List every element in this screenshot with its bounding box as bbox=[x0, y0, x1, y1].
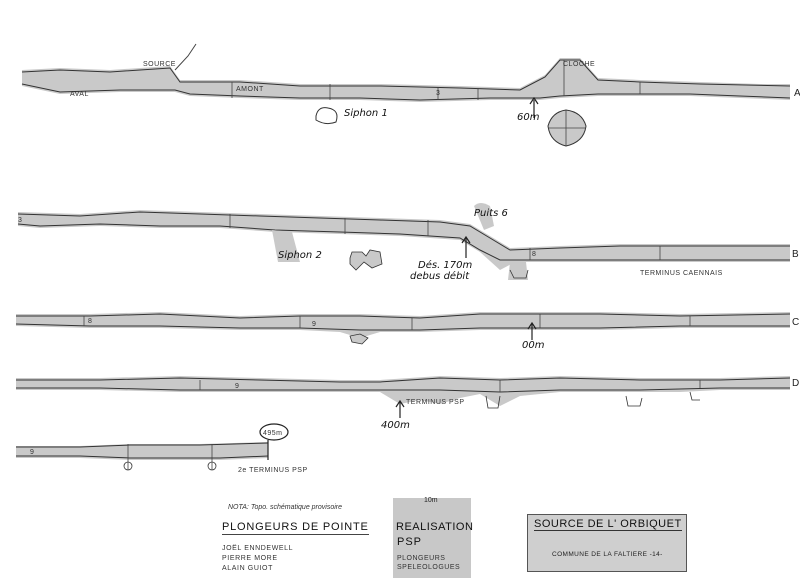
row-c-passage bbox=[15, 312, 791, 345]
depth-arrow-c bbox=[527, 321, 537, 340]
label-des: Dés. 170m bbox=[418, 259, 473, 271]
label-depth-c: 00m bbox=[522, 340, 545, 351]
label-row-a-seg: 3 bbox=[436, 90, 440, 97]
row-d-letter: D bbox=[792, 378, 799, 389]
siphon1-section bbox=[315, 107, 587, 147]
club-sub-line: SPELEOLOGUES bbox=[397, 564, 461, 571]
label-puits: Puits 6 bbox=[474, 208, 508, 219]
row-d-passage bbox=[16, 376, 791, 409]
label-depth-60: 60m bbox=[517, 112, 540, 123]
title-cartouche bbox=[527, 514, 687, 572]
realisation-heading: REALISATION bbox=[396, 521, 474, 533]
club-sub-line: PLONGEURS bbox=[397, 555, 446, 562]
label-siphon2: Siphon 2 bbox=[278, 250, 322, 261]
survey-title: SOURCE DE L' ORBIQUET bbox=[534, 518, 682, 531]
scale-label: 10m bbox=[424, 497, 438, 504]
label-row-b-start: 3 bbox=[18, 217, 22, 224]
row-a-passage bbox=[21, 43, 791, 102]
label-cloche: CLOCHE bbox=[563, 61, 595, 68]
plongeurs-heading: PLONGEURS DE POINTE bbox=[222, 521, 369, 535]
label-aval: AVAL bbox=[70, 91, 89, 98]
label-row-c-seg: 9 bbox=[312, 321, 316, 328]
diver-name: JOËL ENNDEWELL bbox=[222, 545, 294, 552]
depth-arrow-400 bbox=[395, 399, 405, 418]
nota-text: NOTA: Topo. schématique provisoire bbox=[228, 504, 342, 511]
diver-name: ALAIN GUIOT bbox=[222, 565, 273, 572]
row-b-passage bbox=[17, 203, 790, 280]
row-e-passage bbox=[16, 423, 289, 471]
row-a-letter: A bbox=[794, 88, 800, 99]
depth-arrow-60 bbox=[529, 96, 539, 118]
label-amont: AMONT bbox=[236, 86, 264, 93]
row-b-letter: B bbox=[792, 249, 799, 260]
club-name: PSP bbox=[397, 536, 423, 548]
club-subtitle: PLONGEURS SPELEOLOGUES bbox=[397, 554, 460, 572]
depth-arrow-170 bbox=[461, 235, 471, 258]
label-row-e-start: 9 bbox=[30, 449, 34, 456]
label-terminus2: 2e TERMINUS PSP bbox=[238, 467, 308, 474]
diver-name: PIERRE MORE bbox=[222, 555, 278, 562]
realisation-panel bbox=[393, 498, 471, 578]
row-c-letter: C bbox=[792, 317, 799, 328]
commune-label: COMMUNE DE LA FALTIERE -14- bbox=[552, 551, 663, 558]
label-depth-495: 495m bbox=[263, 430, 283, 437]
label-debus: debus débit bbox=[410, 270, 470, 282]
label-terminus-caennais: TERMINUS CAENNAIS bbox=[640, 270, 723, 277]
label-row-d-seg: 9 bbox=[235, 383, 239, 390]
divers-list: JOËL ENNDEWELL PIERRE MORE ALAIN GUIOT bbox=[222, 544, 293, 574]
label-terminus-psp: TERMINUS PSP bbox=[406, 399, 465, 406]
label-source: SOURCE bbox=[143, 61, 176, 68]
label-row-c-start: 8 bbox=[88, 318, 92, 325]
siphon2-section bbox=[349, 249, 529, 279]
label-siphon1: Siphon 1 bbox=[344, 108, 388, 119]
label-row-b-seg: 8 bbox=[532, 251, 536, 258]
label-depth-400: 400m bbox=[381, 420, 410, 431]
